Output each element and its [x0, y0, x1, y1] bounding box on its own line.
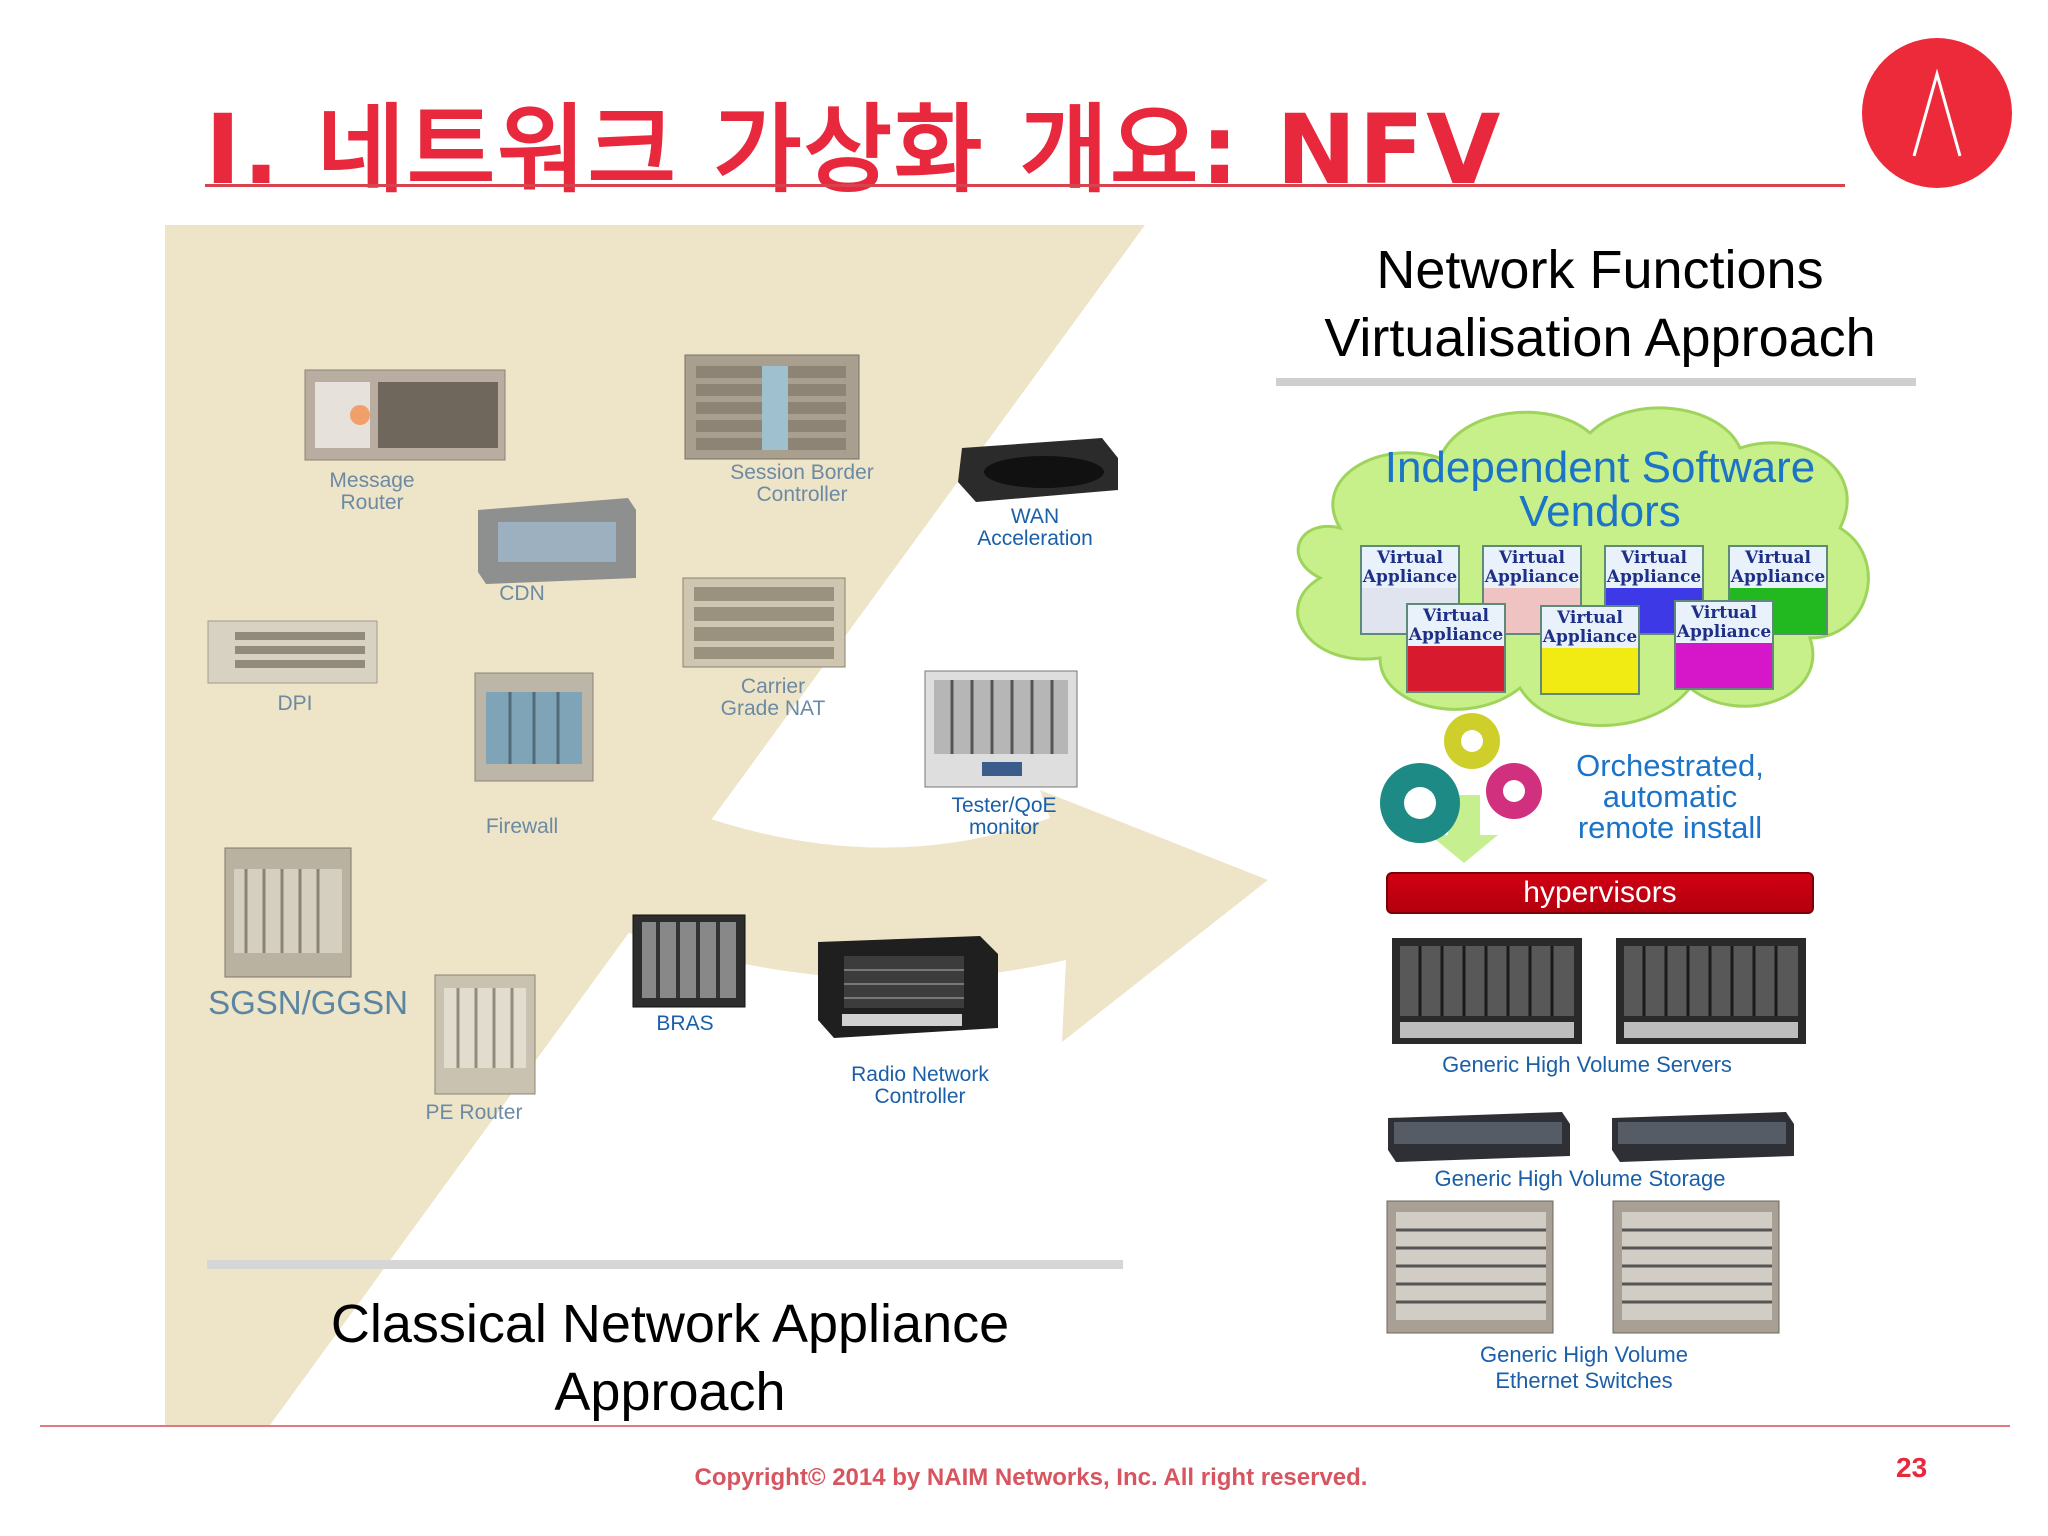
storage-label: Generic High Volume Storage: [1434, 1166, 1726, 1191]
radio-network-controller-label: Radio Network Controller: [851, 1063, 989, 1108]
dpi-label: DPI: [277, 692, 313, 715]
virtual-appliance-label: Virtual Appliance: [1408, 605, 1504, 647]
caret-up-icon: [1912, 68, 1962, 157]
footer-rule: [40, 1425, 2010, 1427]
virtual-appliance-label: Virtual Appliance: [1730, 547, 1826, 589]
transition-arrow: [570, 790, 1268, 1042]
switch-chassis-image-2: [1612, 1200, 1780, 1334]
bras-image: [632, 914, 746, 1008]
firewall-label: Firewall: [485, 815, 559, 838]
sgsn-ggsn-label: SGSN/GGSN: [208, 984, 408, 1021]
logo: [1862, 38, 2012, 188]
tester-qoe-image: [924, 670, 1078, 788]
storage-image-1: [1388, 1112, 1570, 1162]
virtual-appliance-crimson: Virtual Appliance: [1406, 603, 1506, 693]
orchestration-text: Orchestrated, automatic remote install: [1576, 748, 1764, 845]
gear-yellow-icon: [1444, 713, 1500, 769]
nfv-title: Network Functions Virtualisation Approac…: [1324, 240, 1876, 368]
pe-router-image: [434, 974, 536, 1095]
message-router-label: Message Router: [329, 469, 415, 514]
session-border-controller-label: Session Border Controller: [730, 461, 874, 506]
session-border-controller-image: [684, 354, 860, 460]
down-arrow-icon: [1430, 795, 1498, 863]
storage-image-2: [1612, 1112, 1794, 1162]
classical-title: Classical Network Appliance Approach: [330, 1294, 1010, 1422]
wan-acceleration-label: WAN Acceleration: [977, 505, 1093, 550]
classical-rule: [207, 1260, 1123, 1269]
virtual-appliance-label: Virtual Appliance: [1606, 547, 1702, 589]
server-rack-image-1: [1392, 938, 1582, 1044]
carrier-grade-nat-label: Carrier Grade NAT: [720, 675, 826, 720]
virtual-appliance-label: Virtual Appliance: [1362, 547, 1458, 589]
slide-title: I. 네트워크 가상화 개요: NFV: [205, 94, 1503, 206]
virtual-appliance-label: Virtual Appliance: [1676, 602, 1772, 644]
wan-acceleration-image: [958, 438, 1118, 502]
switches-label: Generic High Volume Ethernet Switches: [1480, 1342, 1688, 1393]
virtual-appliance-label: Virtual Appliance: [1484, 547, 1580, 589]
gear-pink-icon: [1486, 763, 1542, 819]
virtual-appliance-label: Virtual Appliance: [1542, 607, 1638, 649]
cdn-image: [478, 498, 636, 584]
hypervisors-bar: hypervisors: [1386, 872, 1814, 914]
virtual-appliance-yellow: Virtual Appliance: [1540, 605, 1640, 695]
dpi-image: [207, 620, 378, 684]
nfv-rule: [1276, 378, 1916, 386]
orchestration-gears: [1380, 713, 1542, 863]
servers-label: Generic High Volume Servers: [1442, 1052, 1732, 1077]
cdn-label: CDN: [499, 582, 545, 605]
switch-chassis-image-1: [1386, 1200, 1554, 1334]
page-number: 23: [1896, 1452, 1928, 1483]
tester-qoe-label: Tester/QoE monitor: [951, 794, 1057, 839]
bras-label: BRAS: [656, 1012, 714, 1035]
message-router-image: [304, 369, 506, 461]
server-rack-image-2: [1616, 938, 1806, 1044]
gear-teal-icon: [1380, 763, 1460, 843]
pe-router-label: PE Router: [425, 1101, 523, 1124]
isv-cloud-title: Independent Software Vendors: [1384, 443, 1816, 536]
sgsn-ggsn-image: [224, 847, 352, 978]
beige-triangle: [165, 225, 1145, 1425]
copyright: Copyright© 2014 by NAIM Networks, Inc. A…: [694, 1464, 1368, 1491]
title-underline: [205, 184, 1845, 187]
radio-network-controller-image: [818, 936, 998, 1038]
carrier-grade-nat-image: [682, 577, 846, 668]
firewall-image: [474, 672, 594, 782]
virtual-appliance-magenta: Virtual Appliance: [1674, 600, 1774, 690]
